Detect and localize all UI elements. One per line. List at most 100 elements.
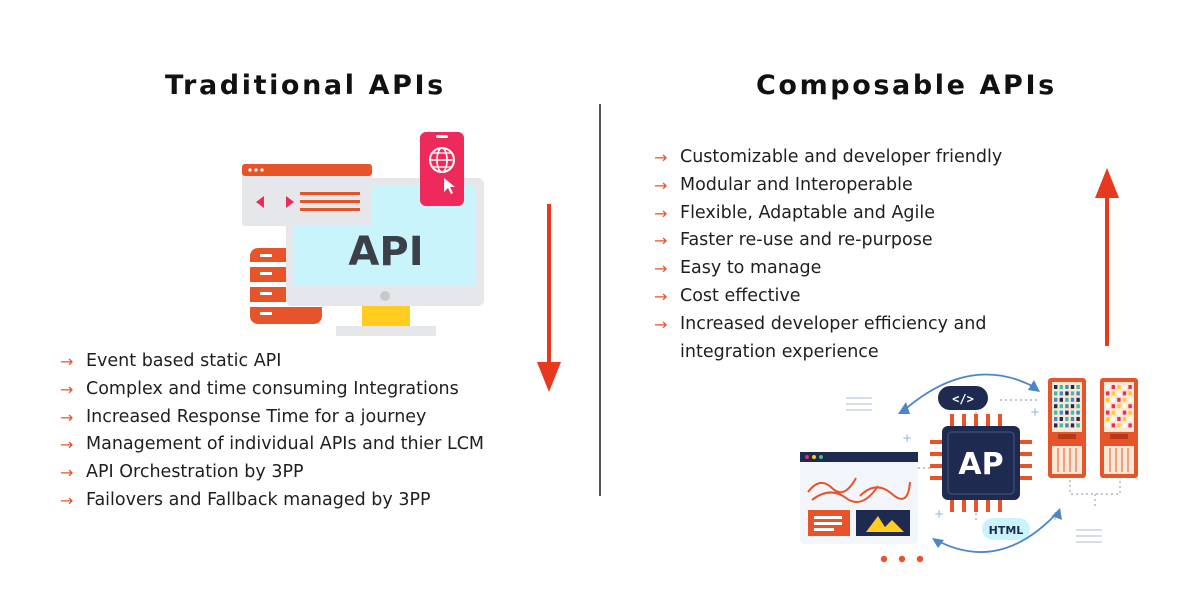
- monitor-icon: [286, 178, 484, 336]
- rack-led: [1065, 397, 1069, 402]
- rack-led: [1117, 410, 1121, 415]
- rack-led: [1070, 391, 1075, 396]
- code-tag-icon: </>: [938, 386, 988, 410]
- left-bullet-item: → Increased Response Time for a journey: [60, 404, 484, 432]
- left-bullet-item: →Management of individual APIs and thier…: [60, 431, 484, 459]
- rack-led: [1065, 391, 1069, 396]
- rack-led: [1117, 391, 1121, 396]
- bullet-text: Customizable and developer friendly: [680, 147, 1003, 167]
- rack-led: [1065, 410, 1069, 415]
- rack-led: [1106, 417, 1110, 421]
- rack-led: [1117, 423, 1121, 428]
- decor-lines: [846, 397, 1102, 543]
- bullet-text: Easy to manage: [680, 258, 822, 279]
- rack-led: [1128, 391, 1132, 396]
- bullet-arrow-icon: →: [654, 314, 668, 334]
- bullet-arrow-icon: →: [60, 435, 74, 455]
- left-bullet-item: →Failovers and Fallback managed by 3PP: [60, 487, 484, 515]
- rack-led: [1106, 423, 1110, 428]
- rack-led: [1054, 423, 1058, 428]
- bullet-arrow-icon: →: [60, 352, 74, 371]
- rack-led: [1106, 391, 1110, 396]
- rack-led: [1122, 385, 1127, 389]
- rack-led: [1070, 397, 1075, 402]
- bullet-text: integration experience: [680, 341, 879, 362]
- browser-panel-icon: [800, 452, 918, 544]
- rack-led: [1070, 385, 1075, 389]
- rack-led: [1059, 397, 1063, 402]
- rack-led: [1122, 417, 1127, 421]
- right-bullet-item: →Modular and Interoperable: [654, 172, 1002, 200]
- left-bullet-item: → Event based static API: [60, 348, 484, 376]
- rack-led: [1106, 410, 1110, 415]
- rack-led: [1117, 404, 1121, 409]
- svg-text:+: +: [934, 507, 944, 521]
- rack-led: [1106, 397, 1110, 402]
- rack-led-pixels: [1054, 385, 1132, 428]
- svg-text:+: +: [1030, 405, 1040, 419]
- rack-led: [1054, 391, 1058, 396]
- rack-led: [1076, 391, 1080, 396]
- rack-led: [1076, 397, 1080, 402]
- rack-led: [1122, 391, 1127, 396]
- title-traditional-apis: Traditional APIs: [165, 70, 446, 101]
- rack-led: [1054, 397, 1058, 402]
- rack-led: [1054, 385, 1058, 389]
- bullet-text: Event based static API: [86, 351, 282, 371]
- rack-led: [1111, 397, 1115, 402]
- rack-led: [1054, 410, 1058, 415]
- bullet-text: Faster re-use and re-purpose: [680, 230, 933, 251]
- rack-led: [1117, 417, 1121, 421]
- vertical-divider: [599, 104, 601, 496]
- bullet-arrow-icon: →: [60, 407, 74, 427]
- rack-led: [1059, 385, 1063, 389]
- rack-led: [1065, 385, 1069, 389]
- phone-globe-icon: [420, 132, 464, 206]
- rack-led: [1122, 397, 1127, 402]
- right-bullet-item: → Increased developer efficiency and: [654, 311, 1002, 339]
- rack-led: [1128, 397, 1132, 402]
- bullet-arrow-icon: →: [654, 203, 668, 223]
- rack-led: [1059, 423, 1063, 428]
- rack-led: [1059, 404, 1063, 409]
- bullet-text: Increased Response Time for a journey: [86, 406, 427, 427]
- code-tag-label: </>: [952, 392, 974, 406]
- rack-led: [1128, 385, 1132, 389]
- rack-led: [1070, 417, 1075, 421]
- rack-led: [1128, 410, 1132, 415]
- html-tag-label: HTML: [989, 524, 1024, 537]
- rack-led: [1065, 404, 1069, 409]
- rack-led: [1054, 417, 1058, 421]
- right-bullet-item: →Customizable and developer friendly: [654, 144, 1002, 172]
- chip-icon: [930, 414, 1032, 512]
- rack-led: [1122, 423, 1127, 428]
- right-bullet-item: →Cost effective: [654, 283, 1002, 311]
- rack-led: [1111, 423, 1115, 428]
- bullet-text: Flexible, Adaptable and Agile: [680, 202, 936, 223]
- rack-led: [1059, 417, 1063, 421]
- rack-led: [1076, 410, 1080, 415]
- bullet-arrow-icon: →: [60, 379, 74, 399]
- rack-led: [1122, 410, 1127, 415]
- rack-led: [1111, 404, 1115, 409]
- bullet-text: Increased developer efficiency and: [680, 313, 987, 334]
- rack-led: [1128, 423, 1132, 428]
- browser-window-icon: [242, 164, 372, 226]
- rack-led: [1117, 397, 1121, 402]
- right-bullet-item: → Easy to manage: [654, 255, 1002, 283]
- rack-led: [1128, 404, 1132, 409]
- svg-text:+: +: [902, 431, 912, 445]
- bullet-arrow-icon: →: [60, 490, 74, 510]
- curved-arrows: [901, 373, 1059, 553]
- bullet-text: Complex and time consuming Integrations: [86, 378, 459, 399]
- api-label: API: [348, 229, 423, 275]
- rack-led: [1106, 385, 1110, 389]
- bullet-arrow-icon: →: [654, 259, 668, 279]
- rack-led: [1065, 417, 1069, 421]
- bullet-arrow-icon: →: [654, 231, 668, 251]
- rack-led: [1128, 417, 1132, 421]
